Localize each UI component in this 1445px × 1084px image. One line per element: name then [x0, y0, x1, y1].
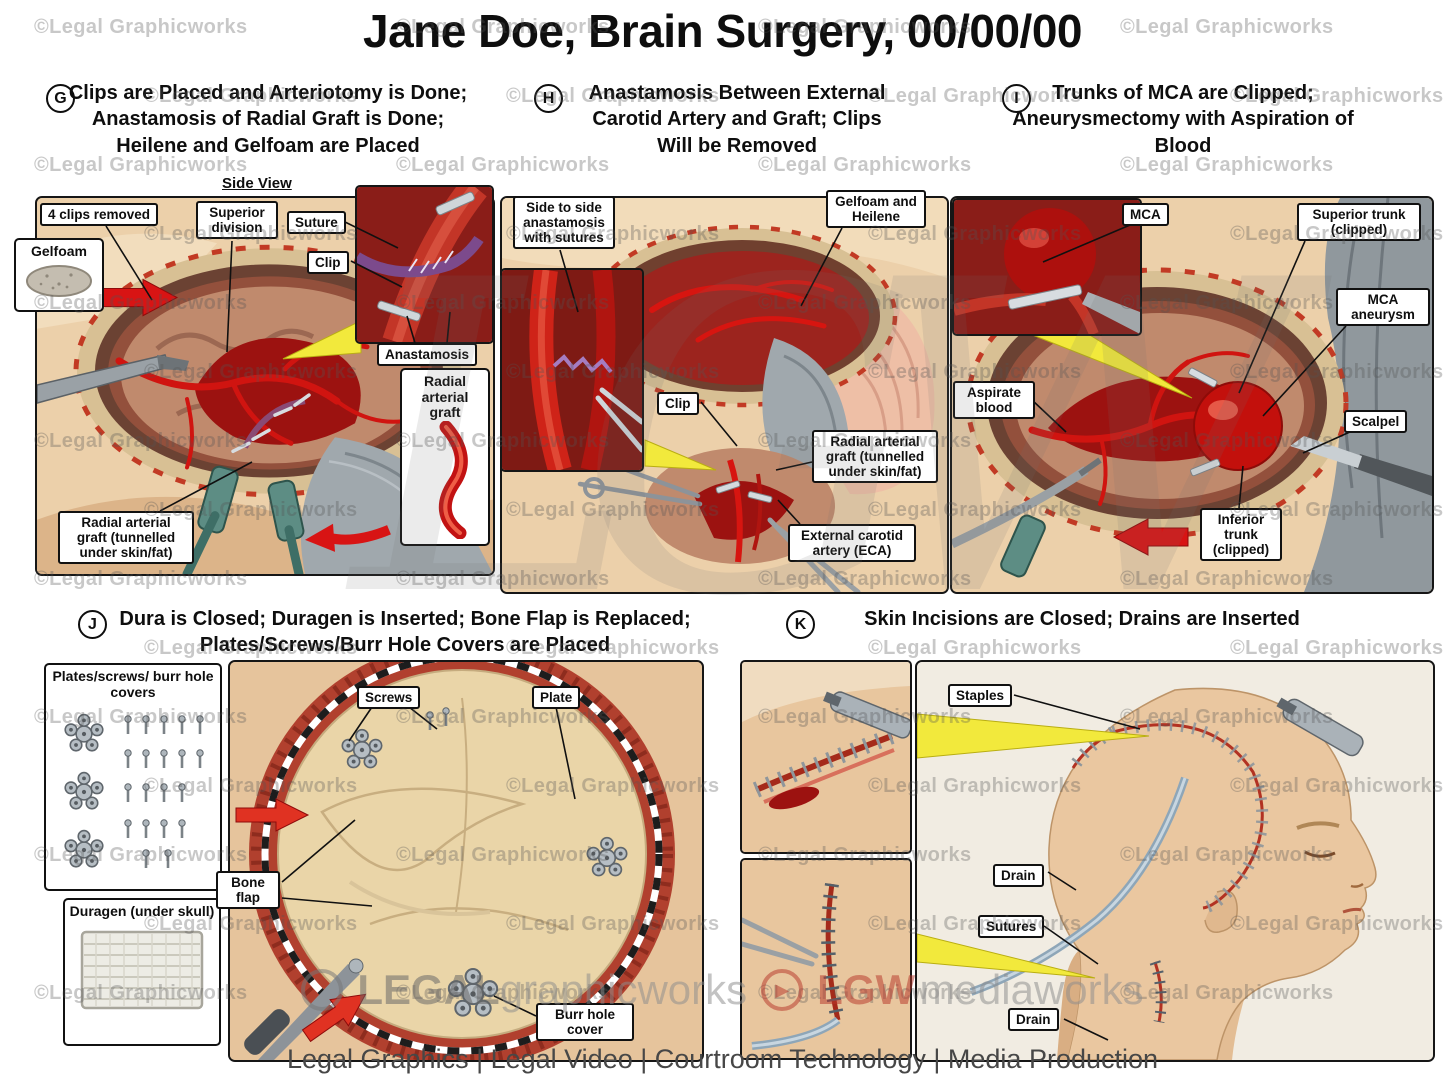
- yellow-pointer-bottom: [917, 933, 1096, 979]
- bone-flap-scene-j: [230, 662, 702, 1060]
- panel-k-illustration: [915, 660, 1435, 1062]
- label-superior-trunk: Superior trunk (clipped): [1297, 203, 1421, 242]
- radial-graft-box: Radial arterial graft: [400, 368, 490, 546]
- screwdriver: [258, 964, 360, 1060]
- closed-eye: [1304, 850, 1336, 858]
- label-clips-removed: 4 clips removed: [40, 203, 159, 227]
- panel-k-letter: K: [786, 610, 815, 639]
- panel-k-drain-inset: [740, 858, 912, 1060]
- duragen-box: Duragen (under skull): [63, 898, 221, 1046]
- radial-graft-label: Radial arterial graft: [421, 373, 469, 421]
- gelfoam-box: Gelfoam: [14, 238, 104, 312]
- panel-i-letter: I: [1002, 84, 1031, 113]
- ear: [1204, 889, 1238, 933]
- label-burr-hole-cover: Burr hole cover: [536, 1003, 634, 1042]
- plates-screws-label: Plates/screws/ burr hole covers: [52, 668, 214, 700]
- head-profile: [1048, 687, 1377, 1060]
- panel-g-caption: Clips are Placed and Arteriotomy is Done…: [68, 82, 468, 157]
- page-title: Jane Doe, Brain Surgery, 00/00/00: [362, 5, 1083, 57]
- head-profile-scene-k: [917, 662, 1433, 1060]
- duragen-patch: [80, 930, 204, 1009]
- plates-screws-drawing: [64, 714, 205, 870]
- sideview-closeup: [357, 187, 492, 342]
- label-sutures: Sutures: [978, 915, 1045, 939]
- label-drain-lower: Drain: [1008, 1008, 1059, 1032]
- gelfoam-label: Gelfoam: [30, 243, 87, 259]
- stapler: [1276, 697, 1364, 757]
- label-clip-g: Clip: [307, 251, 349, 275]
- panel-j-letter: J: [78, 610, 107, 639]
- panel-g-sideview-inset: [355, 185, 494, 344]
- panel-g-letter: G: [46, 84, 75, 113]
- eyebrow: [1296, 821, 1340, 830]
- vessel-clips: [715, 480, 773, 503]
- label-aspirate-blood: Aspirate blood: [953, 381, 1035, 420]
- label-anastamosis: Anastamosis: [377, 343, 478, 367]
- label-mca: MCA: [1122, 203, 1169, 227]
- incision-outline: [261, 662, 663, 1055]
- label-drain-upper: Drain: [993, 864, 1044, 888]
- panel-h-letter: H: [534, 84, 563, 113]
- watermark-tile: ©Legal Graphicworks: [868, 637, 1082, 659]
- panel-k-staples-inset: [740, 660, 912, 854]
- label-clip-h: Clip: [657, 392, 699, 416]
- label-plate: Plate: [532, 686, 581, 710]
- label-screws: Screws: [357, 686, 421, 710]
- label-radial-graft-tunnelled-g: Radial arterial graft (tunnelled under s…: [58, 511, 194, 565]
- gelfoam-sponge: [26, 264, 92, 297]
- radial-graft-tube: [438, 421, 468, 540]
- panel-j-illustration: [228, 660, 704, 1062]
- label-inferior-trunk: Inferior trunk (clipped): [1200, 508, 1282, 562]
- panel-h-caption: Anastamosis Between External Carotid Art…: [588, 82, 886, 157]
- scalpel-handle: [1354, 454, 1432, 496]
- duragen-label: Duragen (under skull): [69, 903, 215, 919]
- panel-k-caption: Skin Incisions are Closed; Drains are In…: [864, 608, 1300, 630]
- label-gelfoam-heilene: Gelfoam and Heilene: [826, 190, 926, 229]
- panel-i-closeup-inset: [952, 198, 1142, 336]
- suction-tube: [952, 466, 1089, 549]
- retractor: [1000, 514, 1046, 578]
- label-side-to-side: Side to side anastamosis with sutures: [513, 196, 615, 250]
- curved-red-arrow: [305, 523, 335, 552]
- label-superior-division: Superior division: [196, 201, 278, 240]
- footer-tagline: Legal Graphics | Legal Video | Courtroom…: [286, 1044, 1159, 1074]
- mca-clip-closeup: [954, 200, 1140, 334]
- red-arrow-2: [301, 993, 367, 1043]
- vessel-clips: [231, 393, 311, 454]
- staples-closeup: [742, 662, 910, 852]
- panel-i-caption: Trunks of MCA are Clipped; Aneurysmectom…: [1012, 82, 1354, 157]
- lips: [1342, 907, 1362, 914]
- drain-closeup: [742, 860, 910, 1058]
- panel-h-closeup-inset: [500, 268, 644, 472]
- label-mca-aneurysm: MCA aneurysm: [1336, 288, 1430, 327]
- red-arrow: [1112, 518, 1189, 556]
- label-radial-graft-tunnelled-h: Radial arterial graft (tunnelled under s…: [812, 430, 938, 484]
- label-external-carotid: External carotid artery (ECA): [788, 524, 916, 563]
- label-bone-flap: Bone flap: [216, 871, 280, 910]
- trunk-clips: [1188, 367, 1221, 477]
- panel-j-caption: Dura is Closed; Duragen is Inserted; Bon…: [119, 608, 691, 657]
- label-scalpel: Scalpel: [1344, 410, 1408, 434]
- plates-screws-box: Plates/screws/ burr hole covers: [44, 663, 222, 891]
- label-suture: Suture: [287, 211, 346, 235]
- watermark-tile: ©Legal Graphicworks: [1230, 637, 1444, 659]
- label-staples: Staples: [948, 684, 1013, 708]
- panel-g-inset-title: Side View: [222, 175, 292, 192]
- suture-closeup: [502, 270, 642, 470]
- yellow-pointer: [644, 439, 717, 471]
